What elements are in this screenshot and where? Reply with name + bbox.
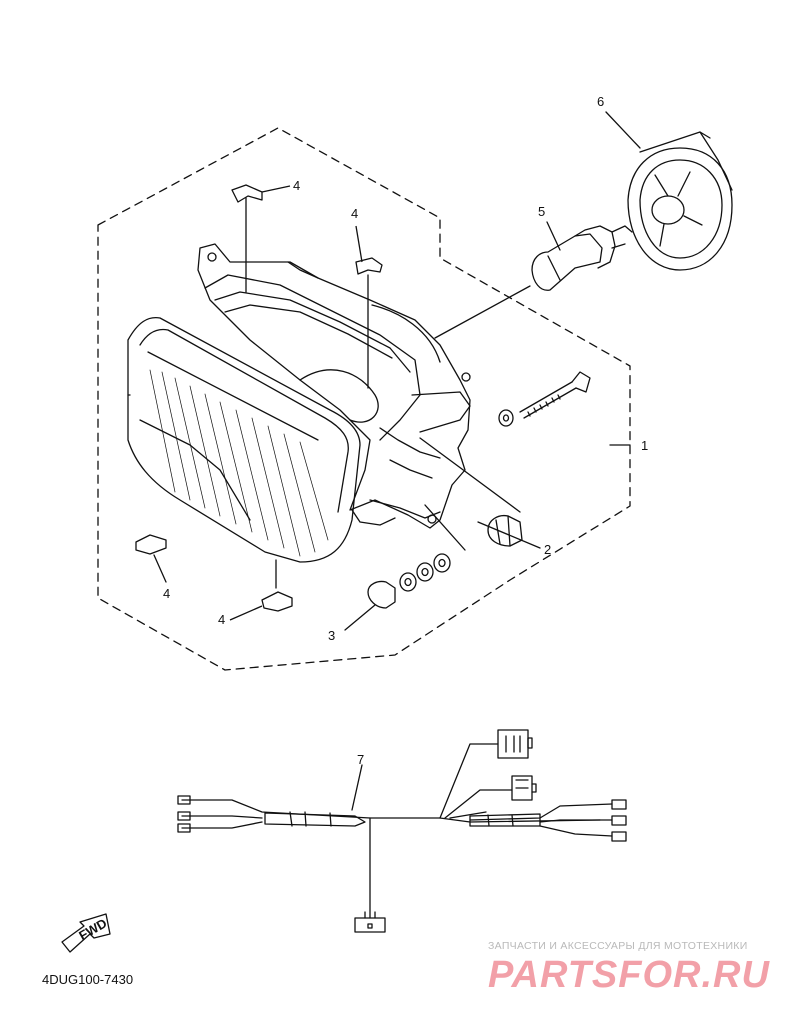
leader-line-6 <box>605 111 641 149</box>
leader-line-2 <box>419 437 521 513</box>
wire-harness <box>177 729 627 933</box>
callout-7: 7 <box>357 752 364 767</box>
watermark-tagline: ЗАПЧАСТИ И АКСЕССУАРЫ ДЛЯ МОТОТЕХНИКИ <box>488 940 748 952</box>
bulb <box>531 225 633 291</box>
clip-4d <box>261 591 293 612</box>
watermark-logo: PARTSFOR.RU <box>488 954 770 996</box>
callout-4d: 4 <box>218 612 225 627</box>
grommet-2 <box>487 514 523 547</box>
adjusting-screw <box>519 371 591 419</box>
washer-3a <box>399 572 417 592</box>
callout-3: 3 <box>328 628 335 643</box>
headlight-housing <box>197 243 471 529</box>
headlight-lens <box>127 316 361 563</box>
callout-4a: 4 <box>293 178 300 193</box>
callout-1: 1 <box>641 438 648 453</box>
fwd-label: FWD <box>76 915 109 943</box>
callout-2: 2 <box>544 542 551 557</box>
diagram-code: 4DUG100-7430 <box>42 972 134 987</box>
assembly-boundary-dashed <box>97 127 631 671</box>
callout-4b: 4 <box>351 206 358 221</box>
washer-3b <box>416 562 434 582</box>
leader-line-3 <box>424 504 466 551</box>
fwd-arrow-icon <box>61 913 111 953</box>
socket-cover <box>627 131 733 271</box>
leader-line-7 <box>351 764 363 811</box>
leader-line-5 <box>434 285 531 339</box>
washer-3c <box>433 553 451 573</box>
leader-line-5-label <box>546 221 561 251</box>
leader-line-3b <box>344 604 376 631</box>
clip-4c <box>135 534 167 555</box>
nut-3 <box>367 580 396 609</box>
clip-4b <box>355 257 383 275</box>
callout-4c: 4 <box>163 586 170 601</box>
washer <box>498 409 514 427</box>
leader-line-4c <box>153 554 167 583</box>
callout-6: 6 <box>597 94 604 109</box>
callout-5: 5 <box>538 204 545 219</box>
clip-4a <box>231 184 263 203</box>
